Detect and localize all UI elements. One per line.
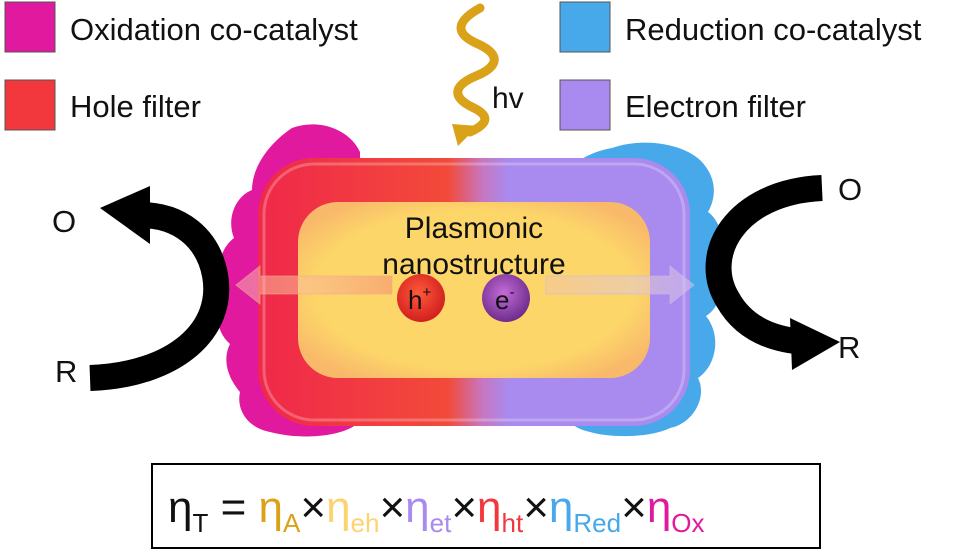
legend-label-hole-filter: Hole filter <box>70 89 201 124</box>
legend: Oxidation co-catalyst Hole filter Reduct… <box>4 1 922 131</box>
left-reaction-bottom-label: R <box>55 354 77 389</box>
legend-label-oxidation-co-catalyst: Oxidation co-catalyst <box>70 12 358 47</box>
hole-transfer-arrow <box>235 264 393 306</box>
reduction-reaction-arrow <box>705 175 840 370</box>
legend-label-electron-filter: Electron filter <box>625 89 806 124</box>
equation-term-eta-a: η <box>259 483 283 532</box>
legend-swatch-electron-filter <box>559 79 611 131</box>
plasmonic-core <box>298 202 650 378</box>
hole-label: h+ <box>408 284 431 315</box>
electron-transfer-arrow <box>545 264 695 306</box>
equation-term-eta-et: η <box>405 483 429 532</box>
right-reaction-bottom-label: R <box>838 330 860 365</box>
electron-carrier <box>482 274 530 322</box>
light-wave-icon <box>452 3 499 146</box>
equation-lhs-sub: T <box>192 508 208 538</box>
equation-box <box>151 463 821 549</box>
equation-term-eta-eh: η <box>326 483 350 532</box>
oxidation-reaction-arrow <box>89 186 230 391</box>
legend-swatch-hole-filter <box>4 79 56 131</box>
light-label: hv <box>492 82 524 115</box>
left-reaction-top-label: O <box>52 204 76 239</box>
equation-term-eta-red: η <box>549 483 573 532</box>
core-label-line1: Plasmonic <box>405 212 543 245</box>
electron-label: e- <box>495 284 514 315</box>
equation-term-eta-ht: η <box>477 483 501 532</box>
legend-swatch-reduction-co-catalyst <box>559 1 611 53</box>
legend-label-reduction-co-catalyst: Reduction co-catalyst <box>625 12 922 47</box>
equation-term-eta-ox: η <box>647 483 671 532</box>
right-reaction-top-label: O <box>838 172 862 207</box>
hole-carrier <box>397 274 445 322</box>
core-label-line2: nanostructure <box>382 248 565 281</box>
equation-lhs: η <box>168 483 192 532</box>
legend-swatch-oxidation-co-catalyst <box>4 1 56 53</box>
efficiency-equation: ηT = ηA×ηeh×ηet×ηht×ηRed×ηOx <box>168 483 705 538</box>
